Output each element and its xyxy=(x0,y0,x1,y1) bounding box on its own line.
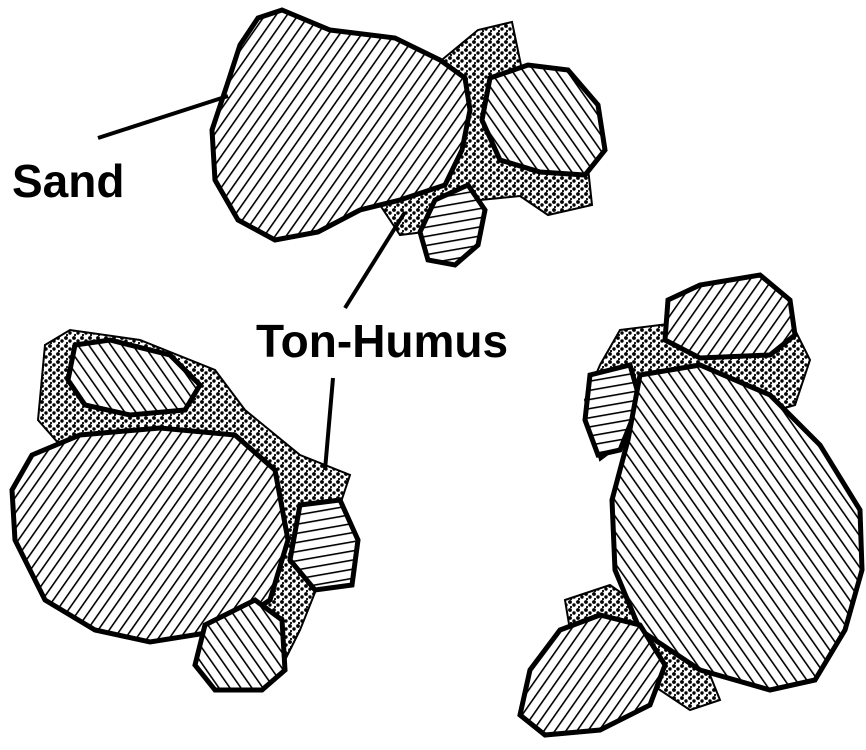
sand-leader-line xyxy=(98,96,228,138)
ton-humus-leader-line-bottom xyxy=(325,378,333,470)
aggregate-bottom-right xyxy=(520,275,862,735)
ton-humus-leader-line-top xyxy=(345,212,405,308)
sand-grain xyxy=(520,615,665,735)
aggregate-bottom-left xyxy=(12,330,358,690)
sand-grain xyxy=(665,275,795,358)
aggregate-top xyxy=(212,10,605,265)
sand-grain xyxy=(68,340,200,415)
sand-grain xyxy=(482,65,605,175)
sand-label: Sand xyxy=(12,155,124,207)
ton-humus-label: Ton-Humus xyxy=(256,315,508,367)
